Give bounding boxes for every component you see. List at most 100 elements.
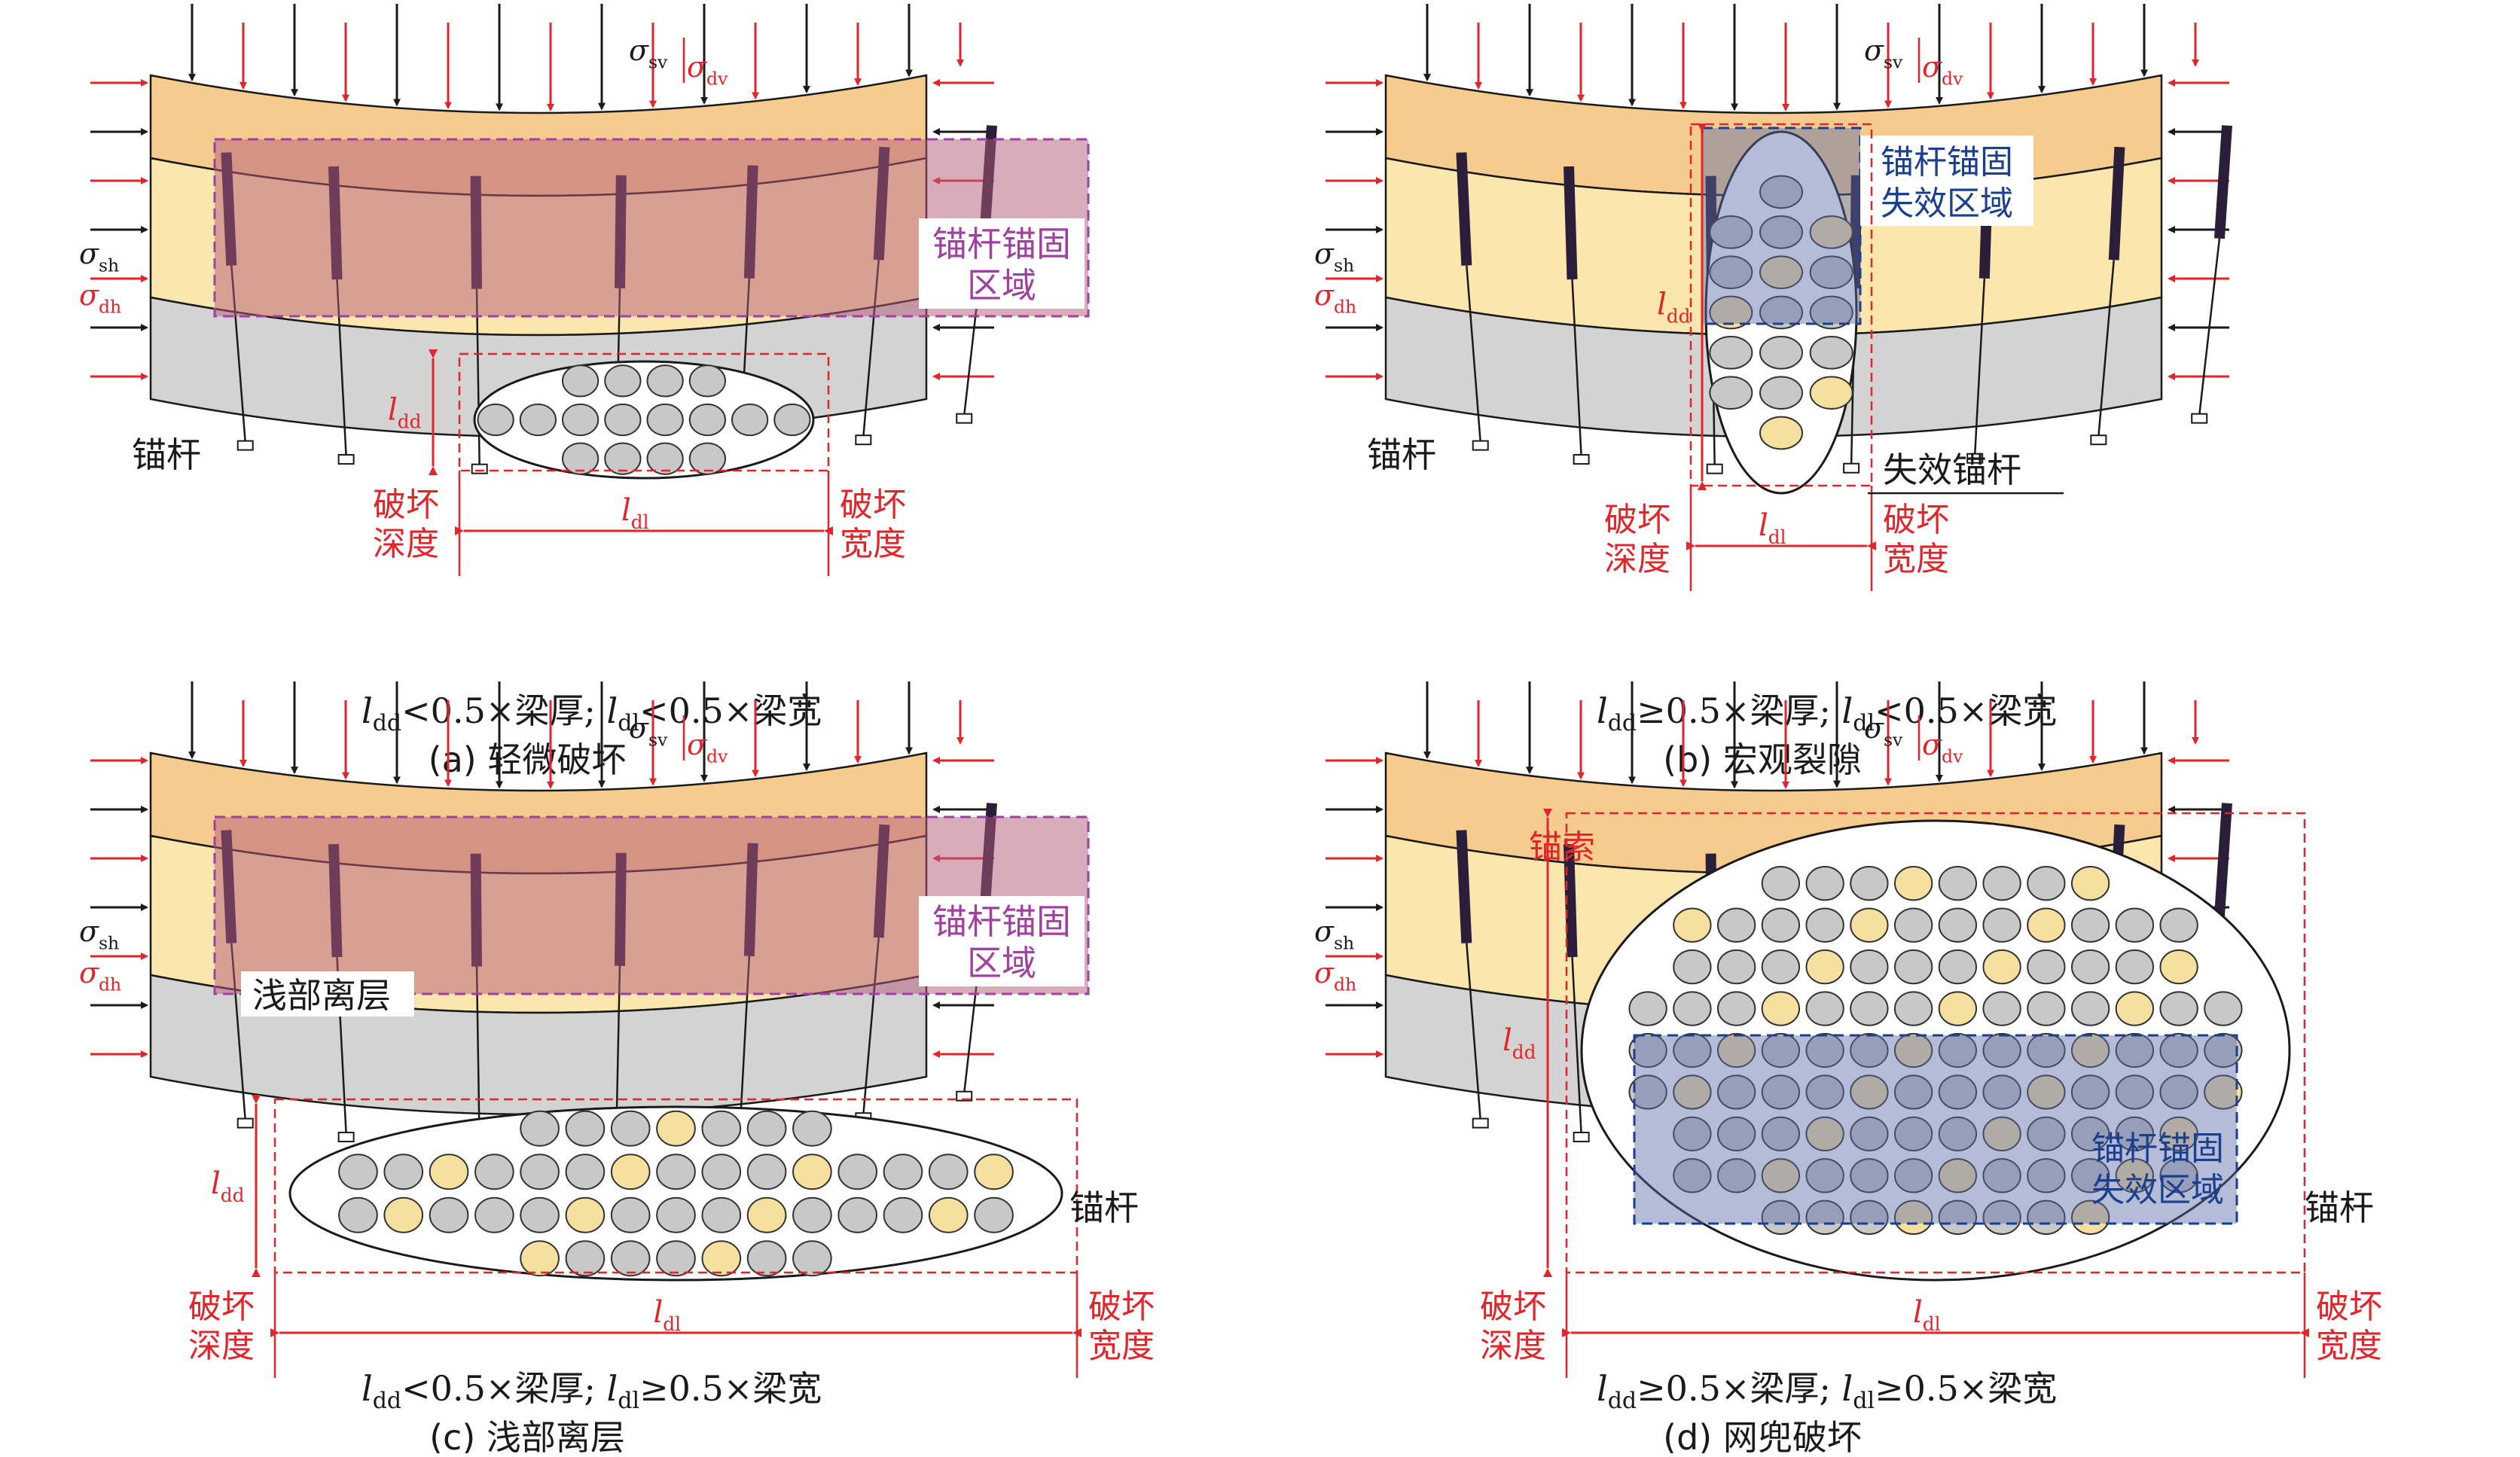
rubble-block [2027,1032,2066,1068]
rubble-block [646,442,684,475]
l-dd-label-main: l [1503,1023,1512,1058]
rubble-block [565,1154,606,1190]
cable-label: 锚索 [1529,828,1595,867]
bolt-plate [236,1117,254,1129]
damage-bounds [273,1098,1078,1274]
rubble-block [773,403,811,437]
rubble-block [604,364,642,398]
rubble-block [1673,1158,1712,1193]
rubble-block [1850,949,1889,985]
rubble-block [2070,1032,2110,1068]
rubble-block [2115,907,2155,943]
rubble-block [1759,175,1803,209]
rubble-block [701,1196,742,1233]
sigma-sh-label: σsh [1314,915,1354,954]
rubble-block [1628,991,1667,1026]
rubble-block [1673,1116,1712,1152]
condition-text: ldd<0.5×梁厚; ldl≥0.5×梁宽 [362,1368,822,1414]
failure-zone-label-line2: 失效区域 [2091,1171,2224,1209]
width-word-line1: 破坏 [1883,501,1949,539]
rubble-block [610,1154,651,1190]
rubble-block [2159,1116,2198,1152]
rubble-block [1761,907,1801,943]
rubble-block [429,1154,469,1190]
sigma-dv-label-main: σ [687,50,707,84]
rubble-block [792,1110,832,1147]
condition-text: ldd≥0.5×梁厚; ldl<0.5×梁宽 [1597,690,2057,736]
l-dd-label: ldd [388,393,422,433]
rubble-block [1938,1158,1978,1193]
sigma-sh-label-main: σ [1314,237,1335,270]
rubble-block [383,1154,424,1190]
rubble-block [1982,866,2021,901]
rubble-block [1673,907,1712,943]
bolt-plate [1472,1117,1489,1129]
rubble-block [1982,1074,2021,1110]
rubble-block [2070,1074,2110,1110]
rubble-block [2070,991,2110,1026]
rubble-block [338,1154,378,1190]
condition-text: ldd<0.5×梁厚; ldl<0.5×梁宽 [362,690,822,736]
sigma-dh-label-main: σ [1314,956,1335,989]
rubble-block [1982,991,2021,1026]
rubble-block [974,1154,1014,1190]
rubble-block [2159,1032,2198,1068]
l-dd-label-main: l [211,1166,221,1201]
rubble-block [646,364,684,398]
rubble-block [1938,949,1978,985]
bolt-label: 锚杆 [132,434,201,475]
rubble-block [656,1196,696,1233]
sigma-sh-label: σsh [1314,237,1354,276]
rubble-block [610,1110,651,1147]
rubble-block [1673,949,1712,985]
condition-part: l [362,1368,373,1409]
rubble-block [562,364,599,398]
depth-word-line1: 破坏 [373,486,439,524]
rubble-block [1893,1158,1933,1193]
rubble-block [2070,907,2110,943]
rubble-block [1759,255,1803,289]
rubble-block [928,1154,969,1190]
rubble-block [1850,1158,1889,1193]
rubble-block [1673,991,1712,1026]
rubble-block [1628,1074,1667,1110]
rubble-block [519,403,557,437]
bolt-anchor-segment [1456,152,1472,266]
sigma-sv-label-main: σ [1864,712,1884,745]
condition-part: ≥0.5×梁宽 [1875,1368,2057,1409]
zone-label-line2: 区域 [967,943,1036,983]
width-word-line1: 破坏 [2316,1288,2382,1326]
depth-word-line1: 破坏 [1480,1288,1546,1326]
rubble-block [688,364,726,398]
sigma-sh-label-main: σ [1314,915,1335,948]
rubble-block [792,1154,832,1190]
rubble-block [1938,991,1978,1026]
sigma-dh-label-main: σ [1314,279,1335,312]
rubble-block [1850,907,1889,943]
bolt-label: 锚杆 [1367,434,1436,475]
rubble-block [1893,1116,1933,1152]
rubble-block [2115,949,2155,985]
rubble-block [474,1154,514,1190]
depth-word-line2: 深度 [1604,540,1670,578]
bolt-anchor-segment [2108,146,2125,261]
rubble-block [1709,336,1753,370]
rubble-block [2159,907,2198,943]
l-dl-label-sub: dl [1923,1313,1941,1335]
sigma-sv-label-main: σ [629,34,649,67]
l-dl-label: ldl [1759,508,1786,548]
l-dl-label-main: l [654,1295,664,1330]
width-word-line2: 宽度 [840,525,906,563]
rubble-block [1982,907,2021,943]
l-dl-label-main: l [1913,1295,1923,1330]
rubble-outline [473,360,815,480]
rubble-block [1761,1116,1801,1152]
rubble-block [2070,1158,2110,1193]
rubble-block [1982,1158,2021,1193]
sigma-sv-label-sub: sv [1884,52,1903,73]
